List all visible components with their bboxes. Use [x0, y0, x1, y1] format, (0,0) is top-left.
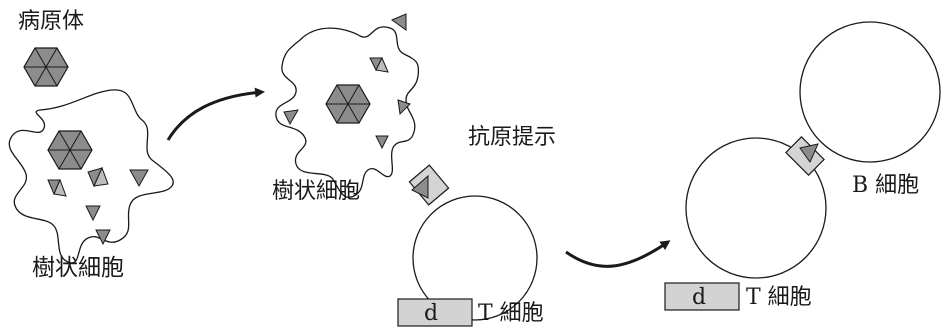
antigen-fragment: [375, 135, 389, 150]
dendritic-cell-label-left: 樹状細胞: [32, 255, 124, 281]
d-box-right: [664, 282, 740, 311]
t-cell-right: [685, 137, 827, 279]
antigen-fragment: [87, 166, 109, 188]
t-cell-label-right: T 細胞: [746, 285, 812, 310]
phagocytosed-pathogen-hexagon: [325, 84, 371, 124]
b-cell-label: B 細胞: [852, 173, 919, 198]
transition-arrow-1: [166, 87, 265, 141]
antigen-presentation-label: 抗原提示: [468, 125, 556, 150]
antigen-fragment: [85, 205, 101, 222]
t-cell-b-cell-interaction-complex: [785, 136, 825, 176]
antigen-fragment: [369, 56, 389, 73]
t-cell-label-middle: T 細胞: [478, 301, 544, 326]
antigen-fragment: [397, 99, 411, 116]
phagocytosed-pathogen-hexagon: [47, 130, 93, 170]
d-box-middle: [397, 298, 473, 327]
transition-arrow-2: [565, 240, 671, 268]
pathogen-hexagon: [23, 47, 69, 87]
dendritic-cell-label-middle: 樹状細胞: [272, 179, 360, 204]
surface-antigen: [390, 13, 407, 31]
antigen-fragment: [47, 178, 67, 197]
t-cell-middle: [412, 195, 538, 321]
antigen-presentation-complex: [408, 164, 450, 206]
antigen-fragment: [283, 109, 299, 126]
b-cell: [799, 21, 941, 163]
antigen-fragment: [95, 229, 111, 246]
pathogen-label: 病原体: [18, 9, 84, 34]
d-box-label-middle: d: [424, 301, 438, 326]
antigen-fragment: [129, 169, 149, 188]
d-box-label-right: d: [692, 285, 706, 310]
